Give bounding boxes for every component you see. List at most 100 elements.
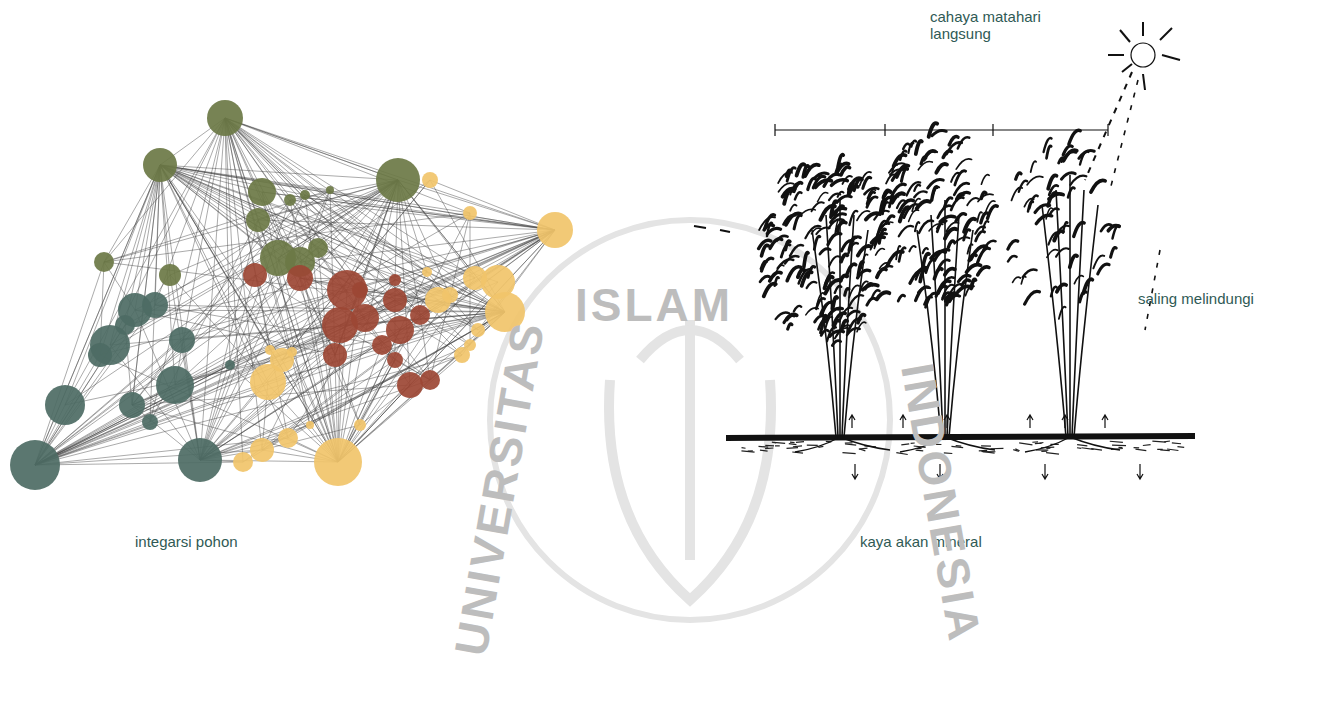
foliage-stroke [795, 192, 802, 199]
foliage-stroke [848, 243, 857, 253]
foliage-stroke [885, 190, 891, 195]
soil-stroke [760, 450, 768, 451]
tree-root [1025, 437, 1120, 452]
network-link [35, 280, 395, 465]
foliage-stroke [1048, 175, 1056, 188]
foliage-stroke [828, 233, 841, 244]
tree-node-circle [142, 414, 158, 430]
soil-stroke [1172, 442, 1181, 444]
foliage-stroke [886, 174, 896, 183]
network-link [290, 200, 555, 230]
soil-stroke [772, 442, 776, 444]
foliage-stroke [928, 180, 944, 189]
network-link [150, 220, 258, 422]
tree-node-circle [143, 148, 177, 182]
foliage-stroke [1008, 256, 1017, 262]
network-link [135, 165, 160, 310]
down-arrow [1137, 464, 1143, 479]
tree-node-circle [45, 385, 85, 425]
soil-stroke [845, 444, 856, 445]
foliage-stroke [916, 141, 922, 154]
foliage-stroke [909, 210, 919, 222]
tree-trunk [844, 230, 868, 437]
foliage-stroke [920, 269, 926, 282]
soil-stroke [759, 446, 769, 448]
network-link [135, 310, 335, 355]
foliage-stroke [1035, 205, 1050, 213]
tree-node-circle [284, 194, 296, 206]
foliage-stroke [850, 211, 858, 225]
network-link [160, 165, 347, 290]
foliage-stroke [880, 199, 885, 213]
tree-node-circle [246, 208, 270, 232]
callout-label: saling melindungi [1138, 290, 1328, 307]
network-link [132, 200, 290, 405]
foliage-stroke [812, 202, 824, 211]
tree-node-circle [178, 438, 222, 482]
foliage-stroke [969, 254, 976, 260]
network-link [35, 230, 555, 465]
down-arrow [852, 464, 858, 479]
tree-node-circle [287, 265, 313, 291]
network-link [200, 220, 258, 460]
soil-stroke [741, 451, 754, 452]
foliage-stroke [886, 216, 894, 224]
network-link [100, 180, 398, 355]
foliage-stroke [955, 237, 970, 243]
network-link [65, 312, 505, 405]
watermark-arc [640, 330, 740, 360]
tree-node-circle [327, 270, 367, 310]
tree-node-circle [265, 345, 275, 355]
foliage-stroke [849, 186, 858, 195]
foliage-stroke [968, 244, 973, 253]
tree-node-circle [233, 452, 253, 472]
foliage-stroke [1070, 255, 1077, 267]
soil-stroke [896, 453, 907, 455]
wind-stroke [694, 226, 730, 232]
soil-stroke [1046, 453, 1059, 454]
soil-stroke [842, 453, 855, 454]
foliage-stroke [1074, 276, 1083, 284]
network-link [35, 312, 505, 465]
network-link [225, 118, 450, 295]
caption-label: integarsi pohon [135, 533, 335, 550]
soil-stroke [1143, 444, 1151, 446]
foliage-stroke [936, 164, 947, 173]
network-link [132, 165, 160, 405]
soil-stroke [1135, 449, 1146, 451]
foliage-stroke [794, 306, 802, 312]
soil-stroke [765, 447, 773, 449]
foliage-stroke [897, 200, 905, 208]
foliage-stroke [926, 260, 935, 273]
foliage-stroke [981, 175, 989, 185]
foliage-stroke [1029, 196, 1037, 209]
soil-stroke [789, 443, 797, 445]
foliage-stroke [799, 269, 812, 283]
soil-stroke [981, 451, 994, 453]
tree-node-circle [248, 178, 276, 206]
soil-stroke [1019, 443, 1032, 445]
tree-node-circle [169, 327, 195, 353]
up-arrow [1062, 415, 1068, 428]
sunlight-ray [1085, 72, 1132, 180]
foliage-stroke [816, 227, 829, 234]
soil-stroke [1082, 448, 1094, 450]
network-link [160, 165, 478, 330]
foliage-stroke [894, 155, 906, 166]
network-link [132, 405, 338, 462]
tree-node-circle [442, 287, 458, 303]
foliage-stroke [785, 256, 799, 264]
soil-stroke [1112, 444, 1126, 446]
foliage-stroke [1031, 161, 1036, 172]
foliage-stroke [1046, 208, 1052, 219]
foliage-stroke [865, 188, 879, 194]
sun-ray [1122, 64, 1132, 72]
tree-node-circle [387, 352, 403, 368]
foliage-stroke [948, 241, 954, 247]
soil-stroke [793, 445, 802, 447]
foliage-stroke [1108, 226, 1119, 231]
foliage-stroke [956, 214, 966, 222]
tree-node-circle [308, 238, 328, 258]
foliage-stroke [863, 285, 878, 290]
foliage-stroke [1019, 181, 1027, 192]
